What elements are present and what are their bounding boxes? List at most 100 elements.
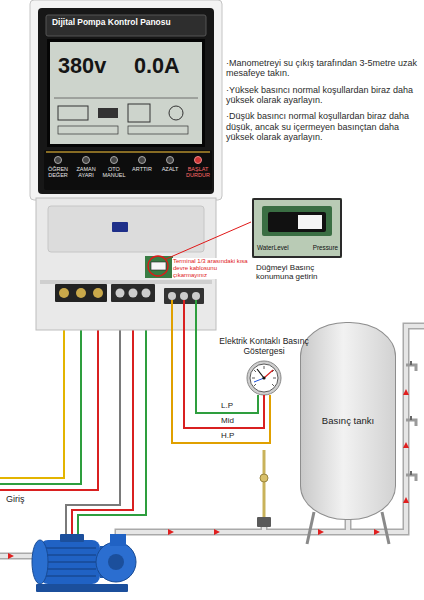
motor-wires-part bbox=[78, 300, 146, 536]
button-label: BAŞLAT DURDUR bbox=[185, 166, 211, 179]
panel-casing-part bbox=[30, 0, 222, 200]
flow-arrow bbox=[403, 389, 409, 395]
instruction-note: ·Düşük basıncı normal koşullardan biraz … bbox=[226, 111, 420, 142]
sensor-wire-stubs-part bbox=[195, 300, 197, 330]
button-label: ARTTIR bbox=[129, 166, 155, 172]
button-strip-part bbox=[139, 157, 146, 164]
terminal-blocks-part bbox=[76, 288, 86, 298]
button-label: OTO MANUEL bbox=[101, 166, 127, 179]
text-slot: AZALT bbox=[157, 166, 183, 172]
water-pump bbox=[32, 534, 136, 592]
instruction-note: ·Manometreyi su çıkış tarafından 3-5metr… bbox=[226, 58, 420, 79]
switch-position: WaterLevel bbox=[257, 244, 299, 251]
switch-note: Düğmeyi Basınç konumuna getirin bbox=[256, 263, 342, 281]
terminal-blocks-part bbox=[142, 289, 151, 298]
button-label: ZAMAN AYARI bbox=[73, 166, 99, 179]
wire-label: Mid bbox=[220, 416, 235, 425]
water-pump-part bbox=[32, 540, 48, 584]
sensor-wire-stubs-part bbox=[171, 300, 173, 330]
button-strip-part bbox=[167, 157, 174, 164]
text-slot: Terminal 1/3 arasındaki kısa devre kablo… bbox=[172, 258, 250, 279]
terminal-blocks-part bbox=[180, 292, 188, 300]
inlet-label: Giriş bbox=[6, 494, 46, 504]
faucet bbox=[406, 365, 416, 481]
terminal-blocks-part bbox=[192, 292, 200, 300]
text-slot: ÖĞREN DEĞER bbox=[45, 166, 71, 179]
text-slot: 0.0A bbox=[134, 54, 198, 79]
switch-inset-picture-part bbox=[298, 215, 322, 229]
terminal-blocks bbox=[55, 284, 204, 304]
wire-label: L.P bbox=[220, 401, 234, 410]
text-slot: Dijital Pompa Kontrol Panosu bbox=[52, 18, 208, 28]
switch-inset-picture-part bbox=[252, 198, 342, 258]
terminal-blocks-part bbox=[116, 289, 125, 298]
panel-casing bbox=[30, 0, 251, 330]
flow-arrow bbox=[214, 529, 220, 535]
terminal-blocks-part bbox=[168, 292, 176, 300]
pressure-gauge: Elektrik Kontaklı Basınç Göstergesi bbox=[216, 337, 312, 395]
panel-casing-part bbox=[48, 206, 204, 252]
lcd-icon bbox=[128, 104, 150, 122]
terminal-blocks-part bbox=[59, 288, 69, 298]
display-frame bbox=[38, 8, 214, 194]
motor-wires-part bbox=[72, 300, 133, 536]
dial-ticks bbox=[252, 366, 276, 386]
button-strip-part bbox=[44, 150, 212, 190]
motor-fins bbox=[46, 548, 96, 576]
text-slot: Düğmeyi Basınç konumuna getirin bbox=[256, 263, 342, 281]
water-pump-part bbox=[60, 534, 84, 542]
tank-label: Basınç tankı bbox=[320, 416, 376, 427]
text-slot: H.P bbox=[220, 431, 235, 440]
flow-arrow bbox=[374, 529, 380, 535]
text-slot: ·Yüksek basıncı normal koşullardan biraz… bbox=[226, 85, 420, 106]
button-strip-part bbox=[55, 157, 62, 164]
text-slot: BAŞLAT DURDUR bbox=[185, 166, 211, 179]
switch-inset-picture-part bbox=[262, 206, 332, 236]
flow-arrow bbox=[403, 442, 409, 448]
instruction-note: ·Yüksek basıncı normal koşullardan biraz… bbox=[226, 85, 420, 106]
motor-wires-part bbox=[66, 300, 120, 536]
lcd-icon bbox=[58, 126, 118, 134]
text-slot: OTO MANUEL bbox=[101, 166, 127, 179]
text-slot: ARTTIR bbox=[129, 166, 155, 172]
text-slot: WaterLevel bbox=[257, 244, 299, 251]
tank-legs-part bbox=[307, 512, 314, 544]
water-pump-part bbox=[110, 534, 126, 546]
voltage-reading: 380v bbox=[58, 54, 130, 79]
flow-arrow bbox=[168, 529, 174, 535]
warning-note: Terminal 1/3 arasındaki kısa devre kablo… bbox=[172, 258, 250, 279]
leader-line bbox=[166, 222, 251, 259]
text-slot: Giriş bbox=[6, 494, 46, 504]
gauge-heading: Elektrik Kontaklı Basınç Göstergesi bbox=[216, 337, 312, 357]
terminal-blocks-part bbox=[55, 284, 107, 302]
gauge-valve bbox=[257, 450, 271, 527]
lcd-icon bbox=[98, 108, 118, 118]
pressure-tank: Basınç tankı bbox=[300, 322, 396, 520]
text-slot: L.P bbox=[220, 401, 234, 410]
text-slot: ·Manometreyi su çıkış tarafından 3-5metr… bbox=[226, 58, 420, 79]
button-label: ÖĞREN DEĞER bbox=[45, 166, 71, 179]
sensor-wire-stubs bbox=[172, 300, 196, 330]
pcb-board bbox=[145, 256, 173, 278]
wire-label: H.P bbox=[220, 431, 235, 440]
lcd-divider bbox=[54, 98, 198, 99]
lcd-icon bbox=[128, 126, 188, 134]
text-slot: Pressure bbox=[300, 244, 338, 251]
text-slot: ZAMAN AYARI bbox=[73, 166, 99, 179]
button-strip-part bbox=[111, 157, 118, 164]
motor-wires bbox=[66, 300, 146, 536]
water-pump-part bbox=[108, 554, 124, 570]
water-pump-part bbox=[96, 542, 136, 582]
terminal-blocks-part bbox=[129, 289, 138, 298]
lcd-screen: 380v0.0A bbox=[50, 42, 202, 144]
lcd-icon bbox=[169, 106, 183, 120]
switch-position: Pressure bbox=[300, 244, 338, 251]
sensor-wire-stubs-part bbox=[183, 300, 185, 330]
lcd-icon bbox=[58, 106, 88, 120]
switch-inset-picture bbox=[252, 198, 342, 258]
button-strip-part bbox=[83, 157, 90, 164]
flow-arrow bbox=[403, 497, 409, 503]
highlight-circle bbox=[148, 256, 168, 276]
text-slot: 380v bbox=[58, 54, 130, 79]
